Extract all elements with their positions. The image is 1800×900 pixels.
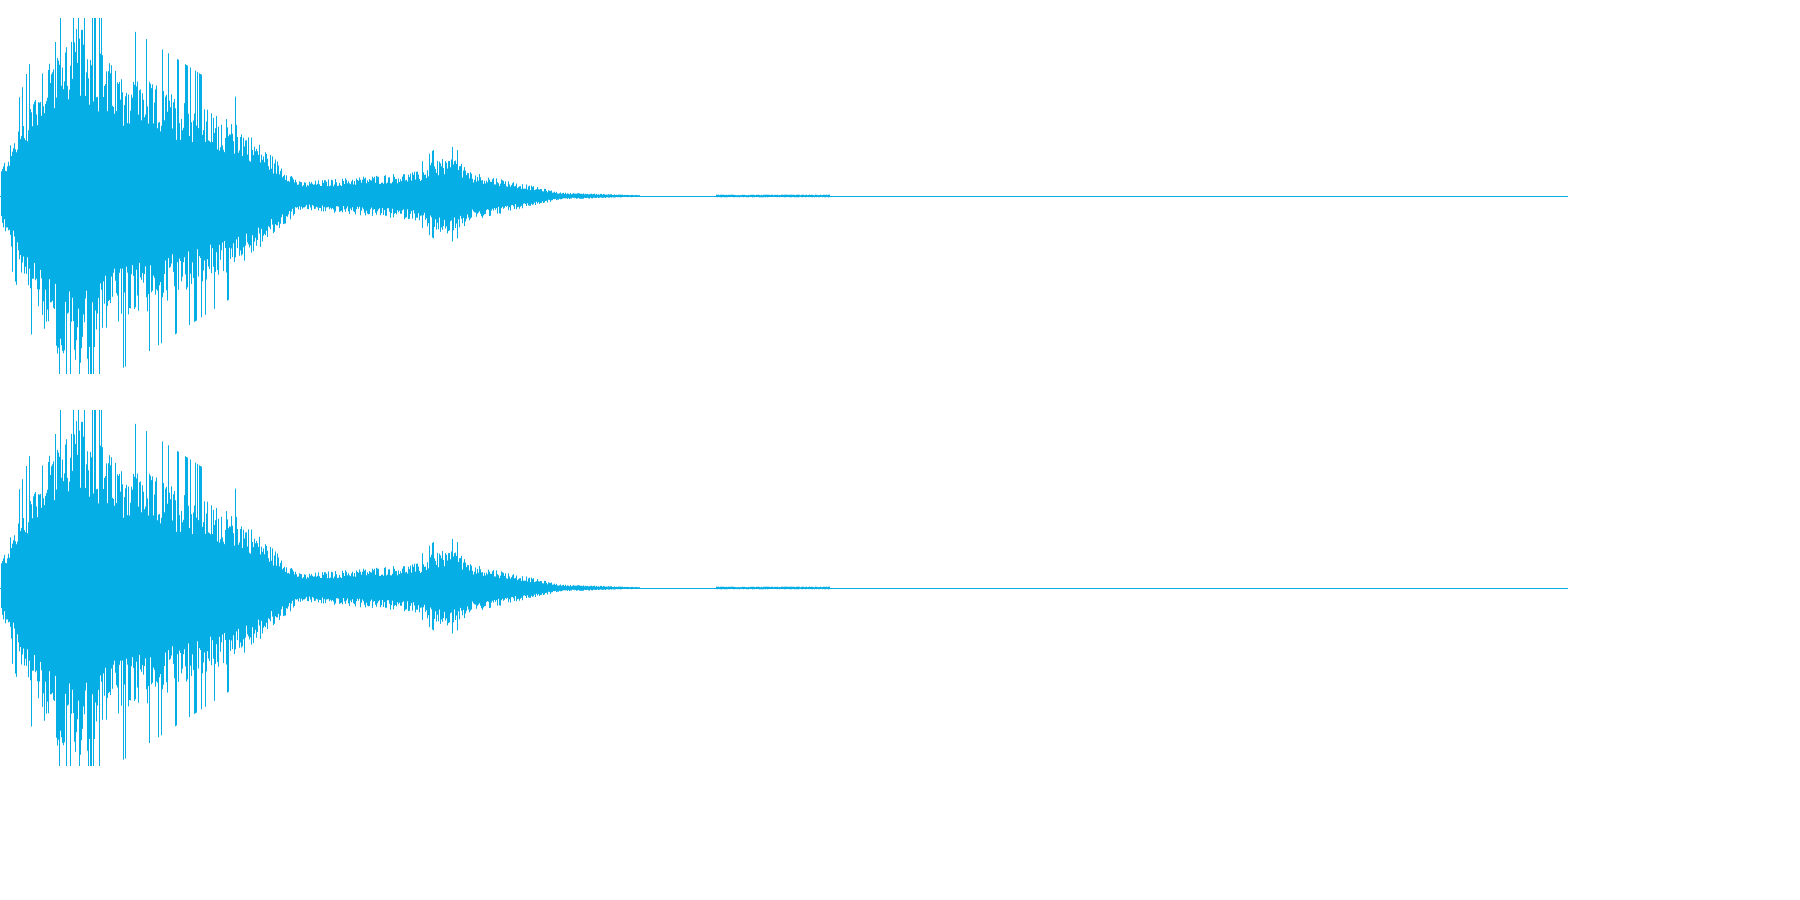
channel-right-waveform	[0, 410, 1568, 766]
channel-left-waveform	[0, 18, 1568, 374]
